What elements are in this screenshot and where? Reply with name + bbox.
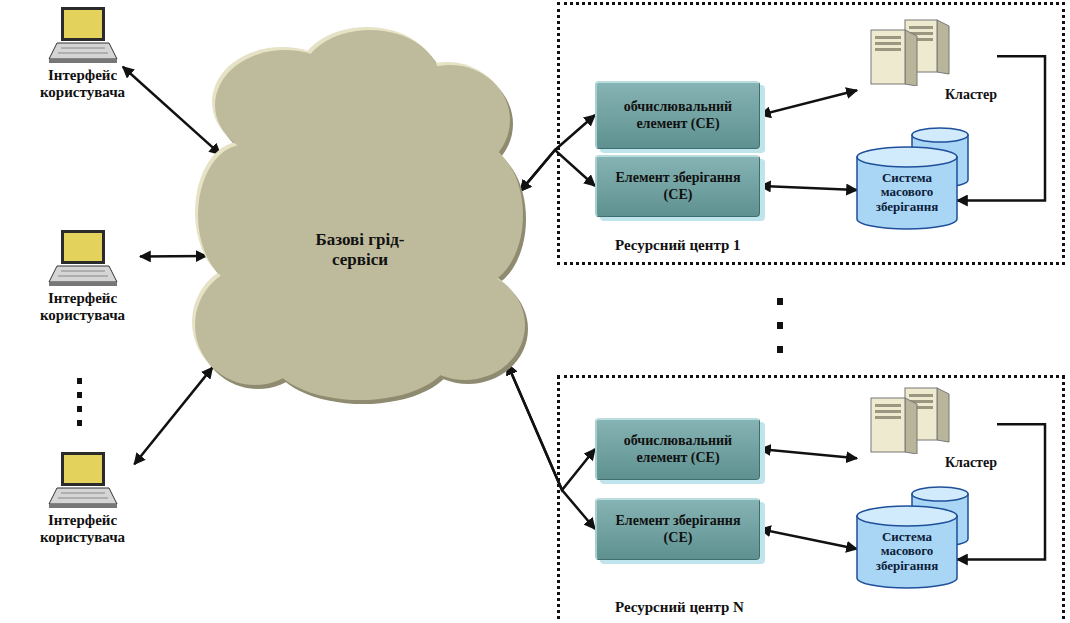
shape-part <box>49 59 117 63</box>
mass-storage: Система масового зберігання <box>852 486 977 591</box>
element-box: Елемент зберігання (CE) <box>595 498 760 560</box>
cluster-servers: Кластер <box>857 18 997 103</box>
interface-label: Інтерфейс користувача <box>25 290 140 323</box>
shape-part <box>58 276 108 277</box>
connector-arrow <box>140 255 207 258</box>
server-icon <box>857 18 957 86</box>
connector-arrow <box>123 67 221 155</box>
connector-arrow <box>957 56 1045 200</box>
dot <box>77 378 82 384</box>
shape-part <box>875 42 901 45</box>
shape-part <box>58 498 108 499</box>
shape-part <box>58 53 108 54</box>
connector-arrow <box>760 529 857 549</box>
connector-arrow <box>760 90 857 115</box>
dot <box>777 346 783 353</box>
shape-part <box>857 157 957 229</box>
laptop-icon <box>47 228 119 288</box>
resource-center: Ресурсний центр 1 обчислювальний елемент … <box>557 2 1065 265</box>
dot <box>777 298 783 305</box>
resource-center-heading: Ресурсний центр 1 <box>615 237 741 254</box>
user-interface: Інтерфейс користувача <box>25 450 140 545</box>
connector-arrow <box>760 186 857 190</box>
shape-part <box>912 487 968 501</box>
shape-part <box>49 504 117 508</box>
cluster-servers: Кластер <box>857 386 997 471</box>
element-box: обчислювальний елемент (CE) <box>595 81 760 149</box>
interface-label: Інтерфейс користувача <box>25 67 140 100</box>
ellipsis-dots <box>77 378 82 426</box>
shape-part <box>195 265 315 385</box>
shape-part <box>875 48 901 51</box>
dot <box>777 322 783 329</box>
cloud-label: Базові грід-сервіси <box>195 230 525 271</box>
shape-part <box>909 26 933 29</box>
connector-arrow <box>508 364 596 529</box>
shape-part <box>61 452 105 486</box>
shape-part <box>49 488 117 504</box>
laptop-icon <box>47 450 119 510</box>
storage-label: Система масового зберігання <box>862 530 952 573</box>
shape-part <box>49 43 117 59</box>
shape-part <box>871 30 905 84</box>
laptop-icon <box>47 5 119 65</box>
shape-part <box>64 10 102 38</box>
shape-part <box>905 398 917 454</box>
grid-services-cloud: Базові грід-сервіси <box>195 25 525 400</box>
ellipsis-dots <box>777 298 783 353</box>
shape-part <box>875 404 901 407</box>
shape-part <box>871 398 905 452</box>
shape-part <box>198 145 288 285</box>
shape-part <box>64 455 102 483</box>
dot <box>77 392 82 398</box>
shape-part <box>857 506 957 526</box>
shape-part <box>61 271 105 272</box>
shape-part <box>857 147 957 167</box>
shape-part <box>49 282 117 286</box>
interface-label: Інтерфейс користувача <box>25 512 140 545</box>
element-label: Елемент зберігання (CE) <box>605 513 751 545</box>
shape-part <box>61 230 105 264</box>
shape-part <box>875 416 901 419</box>
user-interface: Інтерфейс користувача <box>25 228 140 323</box>
shape-part <box>433 145 523 285</box>
resource-center-heading: Ресурсний центр N <box>615 599 744 616</box>
shape-part <box>937 388 949 442</box>
server-icon <box>857 386 957 454</box>
shape-part <box>875 36 901 39</box>
element-label: обчислювальний елемент (CE) <box>605 433 751 465</box>
dot <box>77 420 82 426</box>
shape-part <box>49 266 117 282</box>
element-label: Елемент зберігання (CE) <box>605 170 751 202</box>
cloud-shape <box>195 25 525 400</box>
connector-arrow <box>957 424 1045 559</box>
shape-part <box>912 128 968 142</box>
storage-label: Система масового зберігання <box>862 171 952 214</box>
shape-part <box>905 30 917 86</box>
cluster-label: Кластер <box>945 455 997 471</box>
user-interface: Інтерфейс користувача <box>25 5 140 100</box>
shape-part <box>61 48 105 49</box>
connector-arrow <box>134 367 212 464</box>
element-box: Елемент зберігання (CE) <box>595 155 760 217</box>
shape-part <box>875 410 901 413</box>
element-box: обчислювальний елемент (CE) <box>595 418 760 480</box>
shape-part <box>64 233 102 261</box>
shape-part <box>61 493 105 494</box>
dot <box>77 406 82 412</box>
shape-part <box>61 7 105 41</box>
connector-arrow <box>760 449 857 458</box>
mass-storage: Система масового зберігання <box>852 127 977 232</box>
cluster-label: Кластер <box>945 87 997 103</box>
shape-part <box>909 394 933 397</box>
element-label: обчислювальний елемент (CE) <box>605 99 751 131</box>
shape-part <box>857 516 957 588</box>
shape-part <box>937 20 949 74</box>
resource-center: Ресурсний центр N обчислювальний елемент … <box>557 375 1065 623</box>
connector-arrow <box>508 364 596 490</box>
